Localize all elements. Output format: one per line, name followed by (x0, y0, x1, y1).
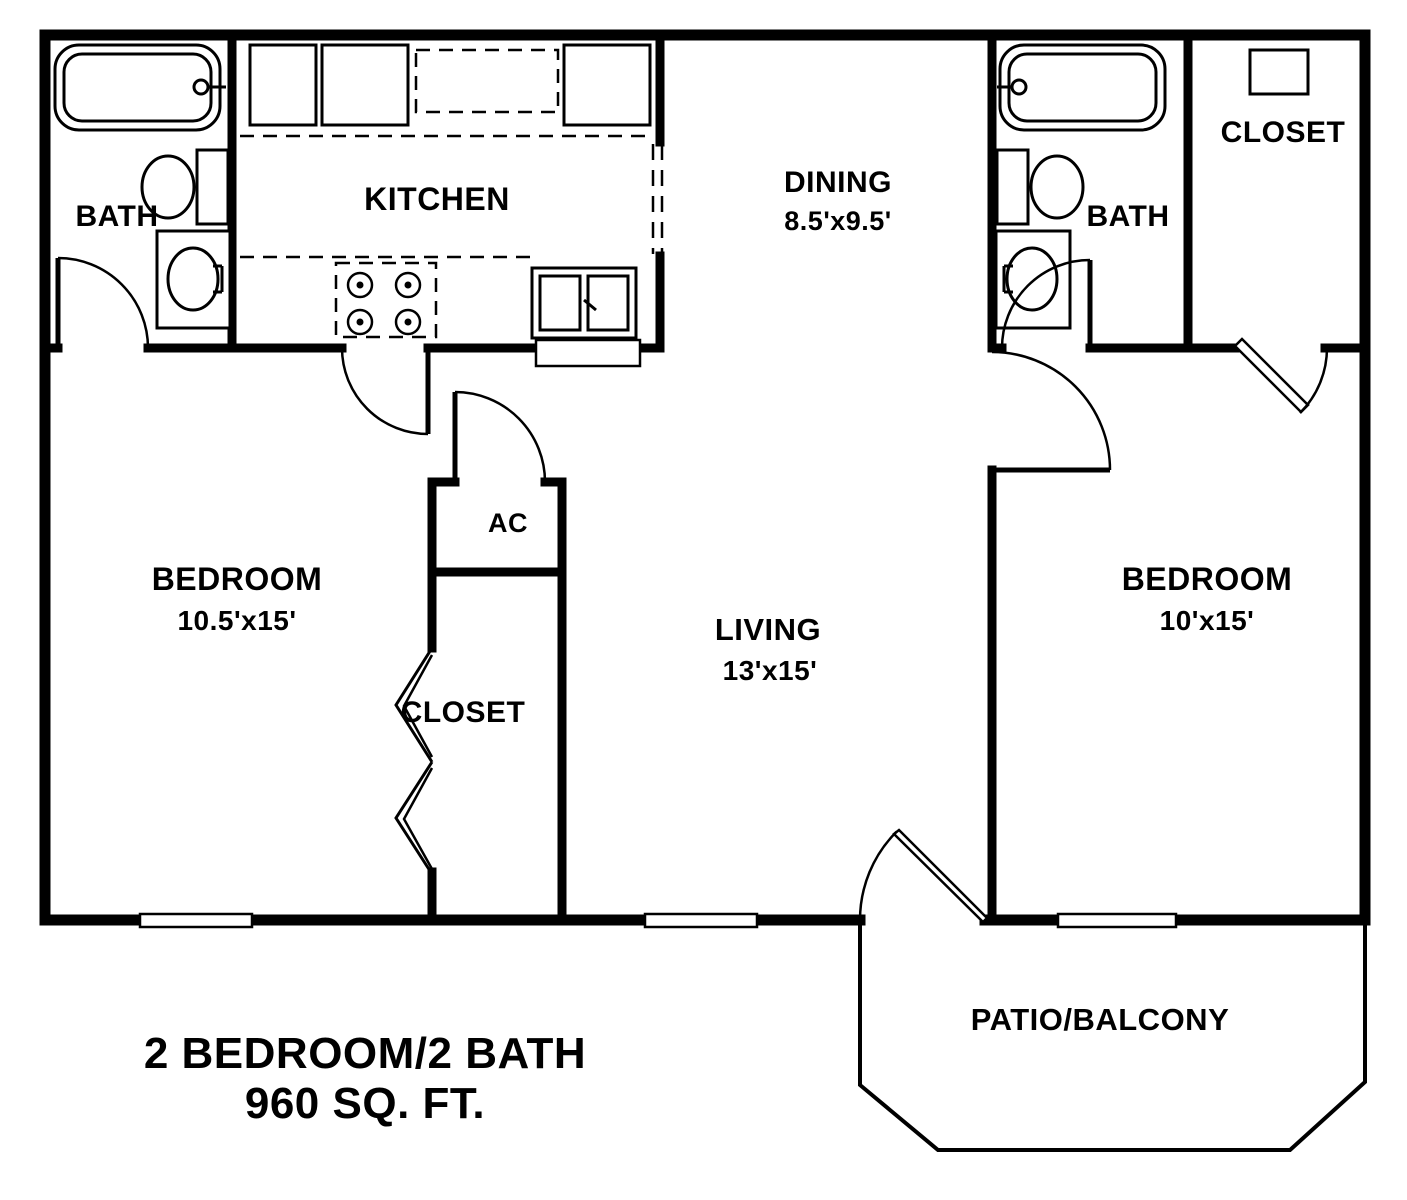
plan-title-line2: 960 SQ. FT. (245, 1079, 485, 1128)
living-label: LIVING (715, 612, 821, 647)
room-labels: BATH KITCHEN DINING 8.5'x9.5' BATH CLOSE… (75, 116, 1346, 1037)
toilet-icon (1029, 154, 1085, 220)
door-arc-ac (454, 390, 547, 483)
closet-center-label: CLOSET (401, 696, 526, 729)
bath-right-label: BATH (1086, 200, 1169, 233)
plan-title-line1: 2 BEDROOM/2 BATH (144, 1029, 586, 1078)
upper-cabinet-dashed (414, 48, 560, 114)
sink-faucet (213, 264, 224, 294)
kitchen-label: KITCHEN (364, 181, 510, 217)
dining-dimensions: 8.5'x9.5' (784, 206, 891, 236)
bath-right-fixtures (994, 43, 1167, 330)
interior-walls (40, 30, 1370, 925)
door-arc-bath-left (57, 256, 150, 349)
window-bedroom-right (1056, 912, 1178, 929)
outer-wall (39, 29, 1371, 926)
living-dimensions: 13'x15' (723, 655, 818, 686)
ac-label: AC (488, 508, 528, 538)
plan-title: 2 BEDROOM/2 BATH 960 SQ. FT. (144, 1029, 586, 1128)
toilet-tank (995, 148, 1030, 226)
bedroom-left-label: BEDROOM (152, 561, 323, 597)
water-heater (1248, 48, 1310, 96)
sink-icon (166, 246, 220, 312)
bedroom-left-dimensions: 10.5'x15' (177, 605, 296, 636)
toilet-icon (140, 154, 196, 220)
bifold-closet-doors (394, 647, 434, 875)
patio-outline (858, 920, 1367, 1152)
door-panel-closet-top-right (1233, 337, 1310, 414)
door-arc-patio (858, 830, 898, 921)
sink-faucet (1002, 264, 1013, 294)
patio-label: PATIO/BALCONY (971, 1002, 1230, 1037)
door-arc-bath-right (1000, 258, 1091, 349)
appliance-cabinet (320, 43, 410, 127)
door-arc-closet-top-right (1299, 347, 1329, 414)
tub-faucet-icon (1010, 78, 1028, 96)
bedroom-right-dimensions: 10'x15' (1160, 605, 1255, 636)
dining-label: DINING (784, 166, 892, 199)
closet-top-right-label: CLOSET (1221, 116, 1346, 149)
appliance-cabinet (248, 43, 318, 127)
doors (55, 256, 1329, 924)
window-living (643, 912, 759, 929)
pass-through-dashed (651, 144, 664, 254)
window-bedroom-left (138, 912, 254, 929)
toilet-tank (195, 148, 230, 226)
kitchen-window-ledge (534, 338, 642, 368)
tub-faucet-icon (192, 78, 210, 96)
stove-outline (334, 261, 438, 339)
door-arc-bedroom-right (991, 350, 1112, 471)
door-panel-patio (892, 828, 989, 924)
bedroom-right-label: BEDROOM (1122, 561, 1293, 597)
bath-left-fixtures (53, 43, 232, 330)
walls (39, 29, 1371, 926)
kitchen-sink-faucet (583, 298, 597, 312)
bath-left-label: BATH (75, 200, 158, 233)
door-arc-bedroom-left (340, 347, 429, 436)
kitchen-fixtures (240, 43, 664, 368)
refrigerator (562, 43, 652, 127)
stove-burners-icon (346, 271, 422, 336)
windows (138, 912, 1178, 929)
kitchen-sink-basin (538, 274, 582, 332)
kitchen-sink-icon (530, 266, 638, 340)
